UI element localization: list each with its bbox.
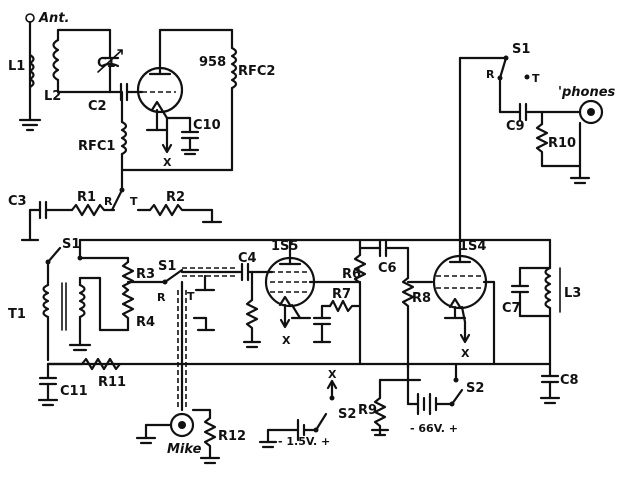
switch-S1-mike bbox=[162, 268, 184, 285]
capacitor-screen-1S5 bbox=[312, 304, 332, 344]
label-R-mid: R bbox=[104, 195, 113, 208]
shielded-lead bbox=[177, 267, 238, 412]
capacitor-C6 bbox=[358, 238, 410, 258]
wire-1S5-cathode bbox=[279, 303, 312, 329]
wire-958-cathode bbox=[145, 108, 192, 154]
label-S1-phones: S1 bbox=[512, 42, 530, 57]
label-C2: C2 bbox=[88, 99, 107, 114]
resistor-R6 bbox=[328, 238, 367, 366]
label-X-s2: X bbox=[328, 368, 337, 381]
transformer-T1 bbox=[42, 260, 102, 362]
label-S1-mike: S1 bbox=[158, 259, 176, 274]
label-X-958: X bbox=[163, 156, 172, 169]
ground-ant bbox=[18, 118, 42, 132]
resistor-R3 bbox=[121, 256, 135, 292]
label-C6: C6 bbox=[378, 261, 397, 276]
resistor-R7 bbox=[320, 299, 362, 313]
label-C11: C11 bbox=[60, 384, 88, 399]
label-R11: R11 bbox=[98, 375, 126, 390]
label-T-mike: T bbox=[187, 290, 195, 303]
label-R-mike: R bbox=[157, 291, 166, 304]
switch-S2-right bbox=[449, 362, 464, 407]
label-L1: L1 bbox=[8, 59, 25, 74]
label-C1: C1 bbox=[97, 56, 116, 71]
label-battery-1-5V: - 1.5V. + bbox=[278, 435, 330, 448]
tube-1S5 bbox=[264, 238, 332, 308]
coil-L1 bbox=[28, 53, 35, 89]
label-C3: C3 bbox=[8, 194, 27, 209]
label-T-phones: T bbox=[532, 72, 540, 85]
battery-66V bbox=[406, 378, 454, 416]
label-mike: Mike bbox=[167, 442, 202, 457]
label-R8: R8 bbox=[412, 291, 431, 306]
label-S1-left: S1 bbox=[62, 237, 80, 252]
label-L3: L3 bbox=[564, 286, 581, 301]
label-X-1S4: X bbox=[461, 347, 470, 360]
resistor-R12 bbox=[199, 408, 221, 465]
mike-jack bbox=[135, 408, 212, 445]
tube-1S4 bbox=[432, 56, 496, 366]
label-L2: L2 bbox=[44, 89, 61, 104]
choke-RFC2 bbox=[120, 28, 238, 172]
label-R4: R4 bbox=[136, 315, 155, 330]
resistor-R11 bbox=[46, 357, 122, 371]
label-S2-left: S2 bbox=[338, 407, 356, 422]
label-S2-right: S2 bbox=[466, 381, 484, 396]
capacitor-C8 bbox=[539, 362, 561, 405]
tube-958 bbox=[136, 28, 184, 114]
label-ant: Ant. bbox=[38, 11, 69, 26]
label-RFC1: RFC1 bbox=[78, 139, 115, 154]
label-R6: R6 bbox=[342, 267, 361, 282]
coil-L2 bbox=[52, 28, 112, 94]
wire-left-rail bbox=[20, 208, 40, 242]
label-tube-958: 958 bbox=[199, 55, 226, 70]
switch-S1-center bbox=[110, 187, 125, 212]
capacitor-C7 bbox=[510, 266, 530, 318]
resistor-R9 bbox=[370, 362, 422, 437]
resistor-R1 bbox=[70, 203, 116, 217]
label-R2: R2 bbox=[166, 190, 185, 205]
capacitor-C11 bbox=[37, 362, 59, 407]
label-R9: R9 bbox=[358, 403, 377, 418]
phones-jack bbox=[569, 99, 604, 185]
resistor-R8 bbox=[401, 246, 415, 370]
choke-RFC1 bbox=[120, 90, 128, 192]
label-phones: 'phones bbox=[558, 85, 616, 100]
label-RFC2: RFC2 bbox=[238, 64, 275, 79]
label-C4: C4 bbox=[238, 251, 257, 266]
label-tube-1S5: 1S5 bbox=[271, 239, 298, 254]
resistor-R10 bbox=[535, 110, 582, 168]
capacitor-C10 bbox=[180, 116, 200, 156]
label-R12: R12 bbox=[218, 429, 246, 444]
label-tube-1S4: 1S4 bbox=[459, 239, 486, 254]
label-R7: R7 bbox=[332, 287, 351, 302]
label-C9: C9 bbox=[506, 119, 525, 134]
resistor-R2 bbox=[136, 203, 223, 224]
label-R1: R1 bbox=[77, 190, 96, 205]
label-R-phones: R bbox=[486, 68, 495, 81]
coil-L3 bbox=[518, 238, 561, 366]
label-T1: T1 bbox=[8, 307, 26, 322]
capacitor-C9 bbox=[498, 102, 582, 122]
ground-t1 bbox=[68, 330, 92, 352]
label-X-1S5: X bbox=[282, 334, 291, 347]
wire-1S4-cathode bbox=[443, 305, 471, 344]
resistor-R4 bbox=[121, 288, 135, 332]
wire-c3-r1-row bbox=[28, 200, 74, 220]
label-battery-66V: - 66V. + bbox=[410, 422, 458, 435]
label-R3: R3 bbox=[136, 267, 155, 282]
capacitor-C1 bbox=[97, 28, 123, 94]
switch-S2-left bbox=[313, 379, 338, 433]
label-C8: C8 bbox=[560, 373, 579, 388]
label-T-mid: T bbox=[130, 195, 138, 208]
resistor-grid-1S5 bbox=[242, 270, 262, 349]
ground-switch-T bbox=[192, 316, 216, 332]
label-C7: C7 bbox=[502, 301, 521, 316]
label-R10: R10 bbox=[548, 136, 576, 151]
ground-shield bbox=[194, 274, 216, 292]
switch-S1-phones bbox=[497, 55, 530, 114]
label-C10: C10 bbox=[193, 118, 221, 133]
